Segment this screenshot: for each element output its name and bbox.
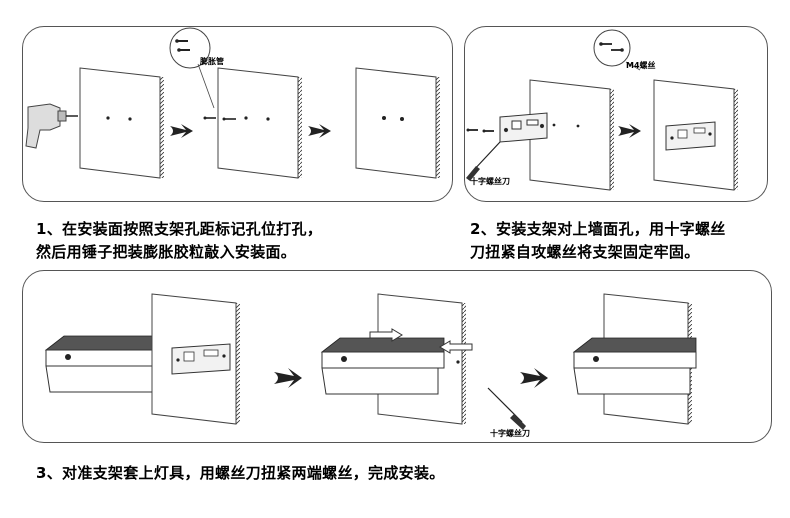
solar-lamp-icon [320,337,445,395]
step1-caption-line2: 然后用锤子把装膨胀胶粒敲入安装面。 [36,243,297,261]
direction-arrows [369,328,473,364]
wall-6 [151,293,240,425]
wall-1 [79,67,164,179]
bracket-icon [499,112,548,143]
screwdriver-label: 十字螺丝刀 [490,429,530,438]
solar-lamp-icon [44,335,167,393]
step1-caption: 1、在安装面按照支架孔距标记孔位打孔， 然后用锤子把装膨胀胶粒敲入安装面。 [36,218,322,264]
step2-caption-line1: 2、安装支架对上墙面孔，用十字螺丝 [470,220,726,238]
wall-2 [203,67,302,179]
solar-lamp-icon [572,337,697,395]
step2-caption: 2、安装支架对上墙面孔，用十字螺丝 刀扭紧自攻螺丝将支架固定牢固。 [470,218,726,264]
screwdriver-label: 十字螺丝刀 [470,177,510,186]
screwdriver-icon [487,387,526,430]
drill-icon [25,103,78,149]
arrow-icon [520,368,548,388]
step1-caption-line1: 1、在安装面按照支架孔距标记孔位打孔， [36,220,323,238]
screw-icon [593,29,641,71]
wall-3 [355,67,440,179]
wall-4 [529,79,614,191]
screw-callout-label: M4螺丝 [626,61,656,70]
arrow-icon [618,124,641,138]
arrow-icon [308,124,331,138]
arrow-icon [170,124,193,138]
screwdriver-icon [466,141,501,181]
wall-5 [653,79,738,191]
step2-caption-line2: 刀扭紧自攻螺丝将支架固定牢固。 [470,243,700,261]
step3-caption: 3、对准支架套上灯具，用螺丝刀扭紧两端螺丝，完成安装。 [36,464,445,482]
arrow-icon [274,368,302,388]
anchor-callout-label: 膨胀管 [200,57,224,66]
wall-anchor-icon [169,27,215,109]
